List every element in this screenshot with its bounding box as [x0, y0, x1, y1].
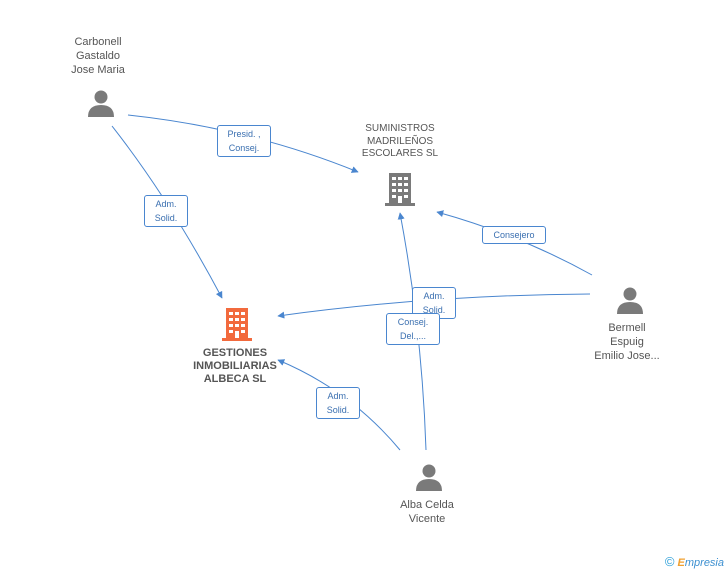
edge-label-line: Solid. — [422, 305, 446, 315]
building-icon[interactable] — [385, 173, 415, 206]
node-label-line: MADRILEÑOS — [366, 135, 434, 147]
edge-label-line: Presid. , — [227, 129, 261, 139]
person-icon[interactable] — [416, 464, 442, 492]
node-suministros[interactable]: SUMINISTROS MADRILEÑOS ESCOLARES SL — [340, 123, 460, 161]
edge-label-line: Adm. — [423, 291, 445, 301]
edge-label-line: Consej. — [397, 317, 429, 327]
node-label-line: SUMINISTROS — [365, 123, 435, 134]
copyright-icon: © — [664, 554, 675, 569]
edge-label-adm-solid[interactable]: Adm. Solid. — [144, 195, 188, 227]
node-label-line: Carbonell — [74, 36, 122, 48]
node-label-line: INMOBILIARIAS — [193, 360, 277, 372]
node-label-line: GESTIONES — [202, 347, 268, 359]
edge-label-line: Solid. — [154, 213, 178, 223]
main-building-icon[interactable] — [222, 308, 252, 341]
edge-label-line: Adm. — [155, 199, 177, 209]
edge-label-line: Consej. — [228, 143, 260, 153]
edge-label-line: Solid. — [326, 405, 350, 415]
person-icon[interactable] — [617, 287, 643, 315]
node-carbonell[interactable]: Carbonell Gastaldo Jose Maria — [48, 35, 148, 77]
brand-initial: E — [677, 557, 685, 569]
node-label-line: Vicente — [408, 513, 446, 525]
node-label-line: Jose Maria — [71, 64, 125, 76]
edge-label-adm-solid[interactable]: Adm. Solid. — [316, 387, 360, 419]
node-gestiones[interactable]: GESTIONES INMOBILIARIAS ALBECA SL — [175, 347, 295, 386]
node-label-line: Alba Celda — [400, 499, 454, 511]
edge-label-line: Adm. — [327, 391, 349, 401]
node-bermell[interactable]: Bermell Espuig Emilio Jose... — [577, 321, 677, 363]
empresia-watermark: © Empresia — [665, 554, 724, 569]
edge-label-consej-del[interactable]: Consej. Del.,... — [386, 313, 440, 345]
node-label-line: Bermell — [608, 322, 646, 334]
node-alba[interactable]: Alba Celda Vicente — [377, 498, 477, 526]
node-label-line: ALBECA SL — [203, 373, 267, 385]
brand-name: mpresia — [684, 557, 724, 569]
edge-label-line: Consejero — [493, 230, 535, 240]
node-label-line: Emilio Jose... — [594, 350, 660, 362]
edge-label-presid-consej[interactable]: Presid. , Consej. — [217, 125, 271, 157]
edge-label-consejero[interactable]: Consejero — [482, 226, 546, 244]
node-label-line: Gastaldo — [75, 50, 121, 62]
edge-label-line: Del.,... — [399, 331, 426, 341]
person-icon[interactable] — [88, 90, 114, 118]
node-label-line: Espuig — [610, 336, 644, 348]
node-label-line: ESCOLARES SL — [361, 148, 439, 159]
